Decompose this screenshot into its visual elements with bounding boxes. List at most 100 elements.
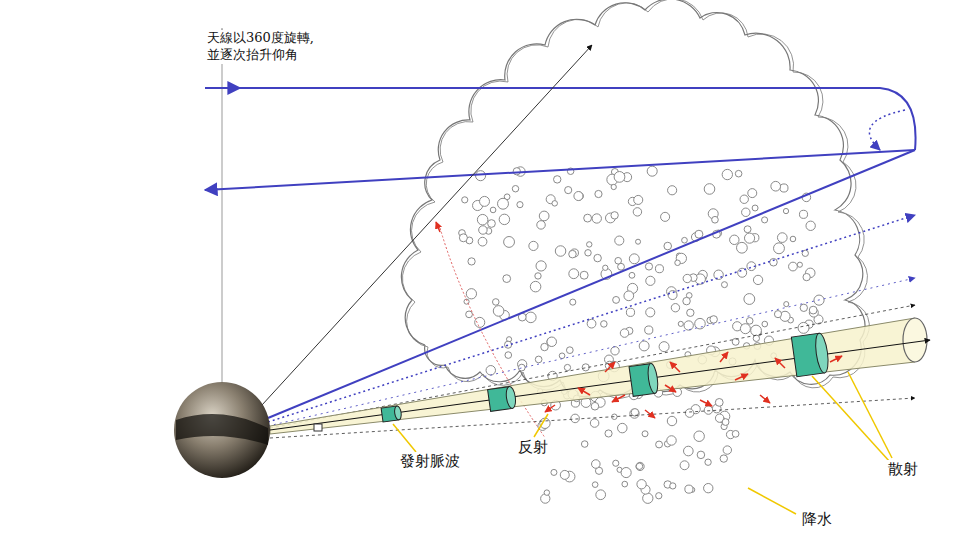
precipitation-drop xyxy=(735,170,742,177)
precipitation-drop xyxy=(535,356,542,363)
precipitation-drop xyxy=(591,402,599,410)
transmit-pulse xyxy=(381,406,402,423)
precipitation-drop xyxy=(492,299,499,306)
precipitation-drop xyxy=(462,197,468,203)
precipitation-drop xyxy=(732,430,739,437)
precipitation-drop xyxy=(541,343,548,350)
precipitation-drop xyxy=(513,168,520,175)
precipitation-drop xyxy=(584,214,592,222)
precipitation-drop xyxy=(466,311,473,318)
precipitation-drop xyxy=(667,416,676,425)
precipitation-drop xyxy=(636,462,644,470)
precipitation-drop xyxy=(601,321,608,328)
precipitation-drop xyxy=(503,275,511,283)
precipitation-drop xyxy=(656,493,662,499)
precipitation-drop xyxy=(722,169,732,179)
leader-line xyxy=(393,424,416,452)
precipitation-drop xyxy=(566,347,573,354)
precipitation-drop xyxy=(490,207,496,213)
precipitation-drop xyxy=(615,236,624,245)
precipitation-drop xyxy=(493,306,504,317)
precipitation-drop xyxy=(560,470,569,479)
precipitation-drop xyxy=(730,235,739,244)
scatter-arrow xyxy=(735,374,748,380)
precipitation-drop xyxy=(536,261,546,271)
precipitation-drop xyxy=(479,226,487,234)
precipitation-drop xyxy=(499,214,509,224)
transmit-pulse xyxy=(791,332,830,376)
precipitation-drop xyxy=(582,364,589,371)
cloud-layer xyxy=(401,0,869,400)
pulse-label: 發射脈波 xyxy=(398,452,462,471)
precipitation-drop xyxy=(611,184,616,189)
precipitation-drop xyxy=(753,275,762,284)
precipitation-drop xyxy=(552,201,558,207)
precipitation-drop xyxy=(554,176,561,183)
precipitation-drop xyxy=(783,208,788,213)
precipitation-drop xyxy=(704,184,715,195)
rotation-arrow xyxy=(205,87,240,89)
precipitation-drop xyxy=(505,341,512,348)
precipitation-drop xyxy=(664,242,672,250)
precipitation-drop xyxy=(685,409,694,418)
precipitation-drop xyxy=(555,246,566,257)
precipitation-drop xyxy=(630,409,639,418)
precipitation-drop xyxy=(661,212,670,221)
precipitation-drop xyxy=(714,270,723,279)
precipitation-drop xyxy=(544,490,549,495)
precipitation-drop xyxy=(710,316,717,323)
precipitation-drop xyxy=(642,431,648,437)
precipitation-drop xyxy=(645,263,652,270)
scatter-arrow xyxy=(720,352,728,362)
precipitation-drop xyxy=(585,250,591,256)
precipitation-drop xyxy=(512,185,518,191)
pulse-layer xyxy=(381,332,830,422)
precipitation-drop xyxy=(803,273,810,280)
precipitation-drop xyxy=(704,406,712,414)
precipitation-drop xyxy=(529,241,538,250)
drop-layer xyxy=(459,166,824,503)
rotation-loop xyxy=(205,88,916,150)
precipitation-drop xyxy=(704,483,713,492)
cloud-outline xyxy=(402,0,869,400)
scan-note: 天線以360度旋轉, 並逐次抬升仰角 xyxy=(205,30,323,64)
beam-end xyxy=(903,318,927,362)
precipitation-drop xyxy=(721,282,727,288)
scatter-arrow xyxy=(700,400,712,406)
scatter-arrow xyxy=(775,358,785,368)
precipitation-drop xyxy=(678,321,683,326)
leader-line xyxy=(534,414,548,437)
precipitation-drop xyxy=(671,304,679,312)
precipitation-drop xyxy=(790,236,796,242)
precipitation-drop xyxy=(590,419,599,428)
precipitation-drop xyxy=(622,481,628,487)
precipitation-drop xyxy=(774,311,781,318)
precipitation-drop xyxy=(789,262,798,271)
precipitation-drop xyxy=(780,184,788,192)
scatter-arrow xyxy=(605,362,615,372)
precipitation-drop xyxy=(504,237,515,248)
precipitation-drop xyxy=(480,196,490,206)
precipitation-drop xyxy=(574,192,583,201)
cloud-outline xyxy=(401,0,864,396)
precipitation-drop xyxy=(798,322,809,333)
precipitation-drop xyxy=(613,296,620,303)
pulse-face xyxy=(394,406,402,421)
precipitation-drop xyxy=(565,187,572,194)
precipitation-drop xyxy=(715,399,723,407)
transmit-pulse xyxy=(629,363,659,396)
precipitation-drop xyxy=(488,220,496,228)
antenna-shade xyxy=(176,414,268,445)
beam-axis xyxy=(270,340,930,430)
precipitation-drop xyxy=(551,469,557,475)
precipitation-drop xyxy=(744,226,751,233)
precipitation-drop xyxy=(744,294,755,305)
precipitation-drop xyxy=(684,446,694,456)
precipitation-label: 降水 xyxy=(800,510,834,529)
precipitation-drop xyxy=(659,342,669,352)
precipitation-drop xyxy=(740,324,750,334)
precipitation-drop xyxy=(762,217,768,223)
precipitation-drop xyxy=(477,214,488,225)
precipitation-drop xyxy=(569,269,579,279)
